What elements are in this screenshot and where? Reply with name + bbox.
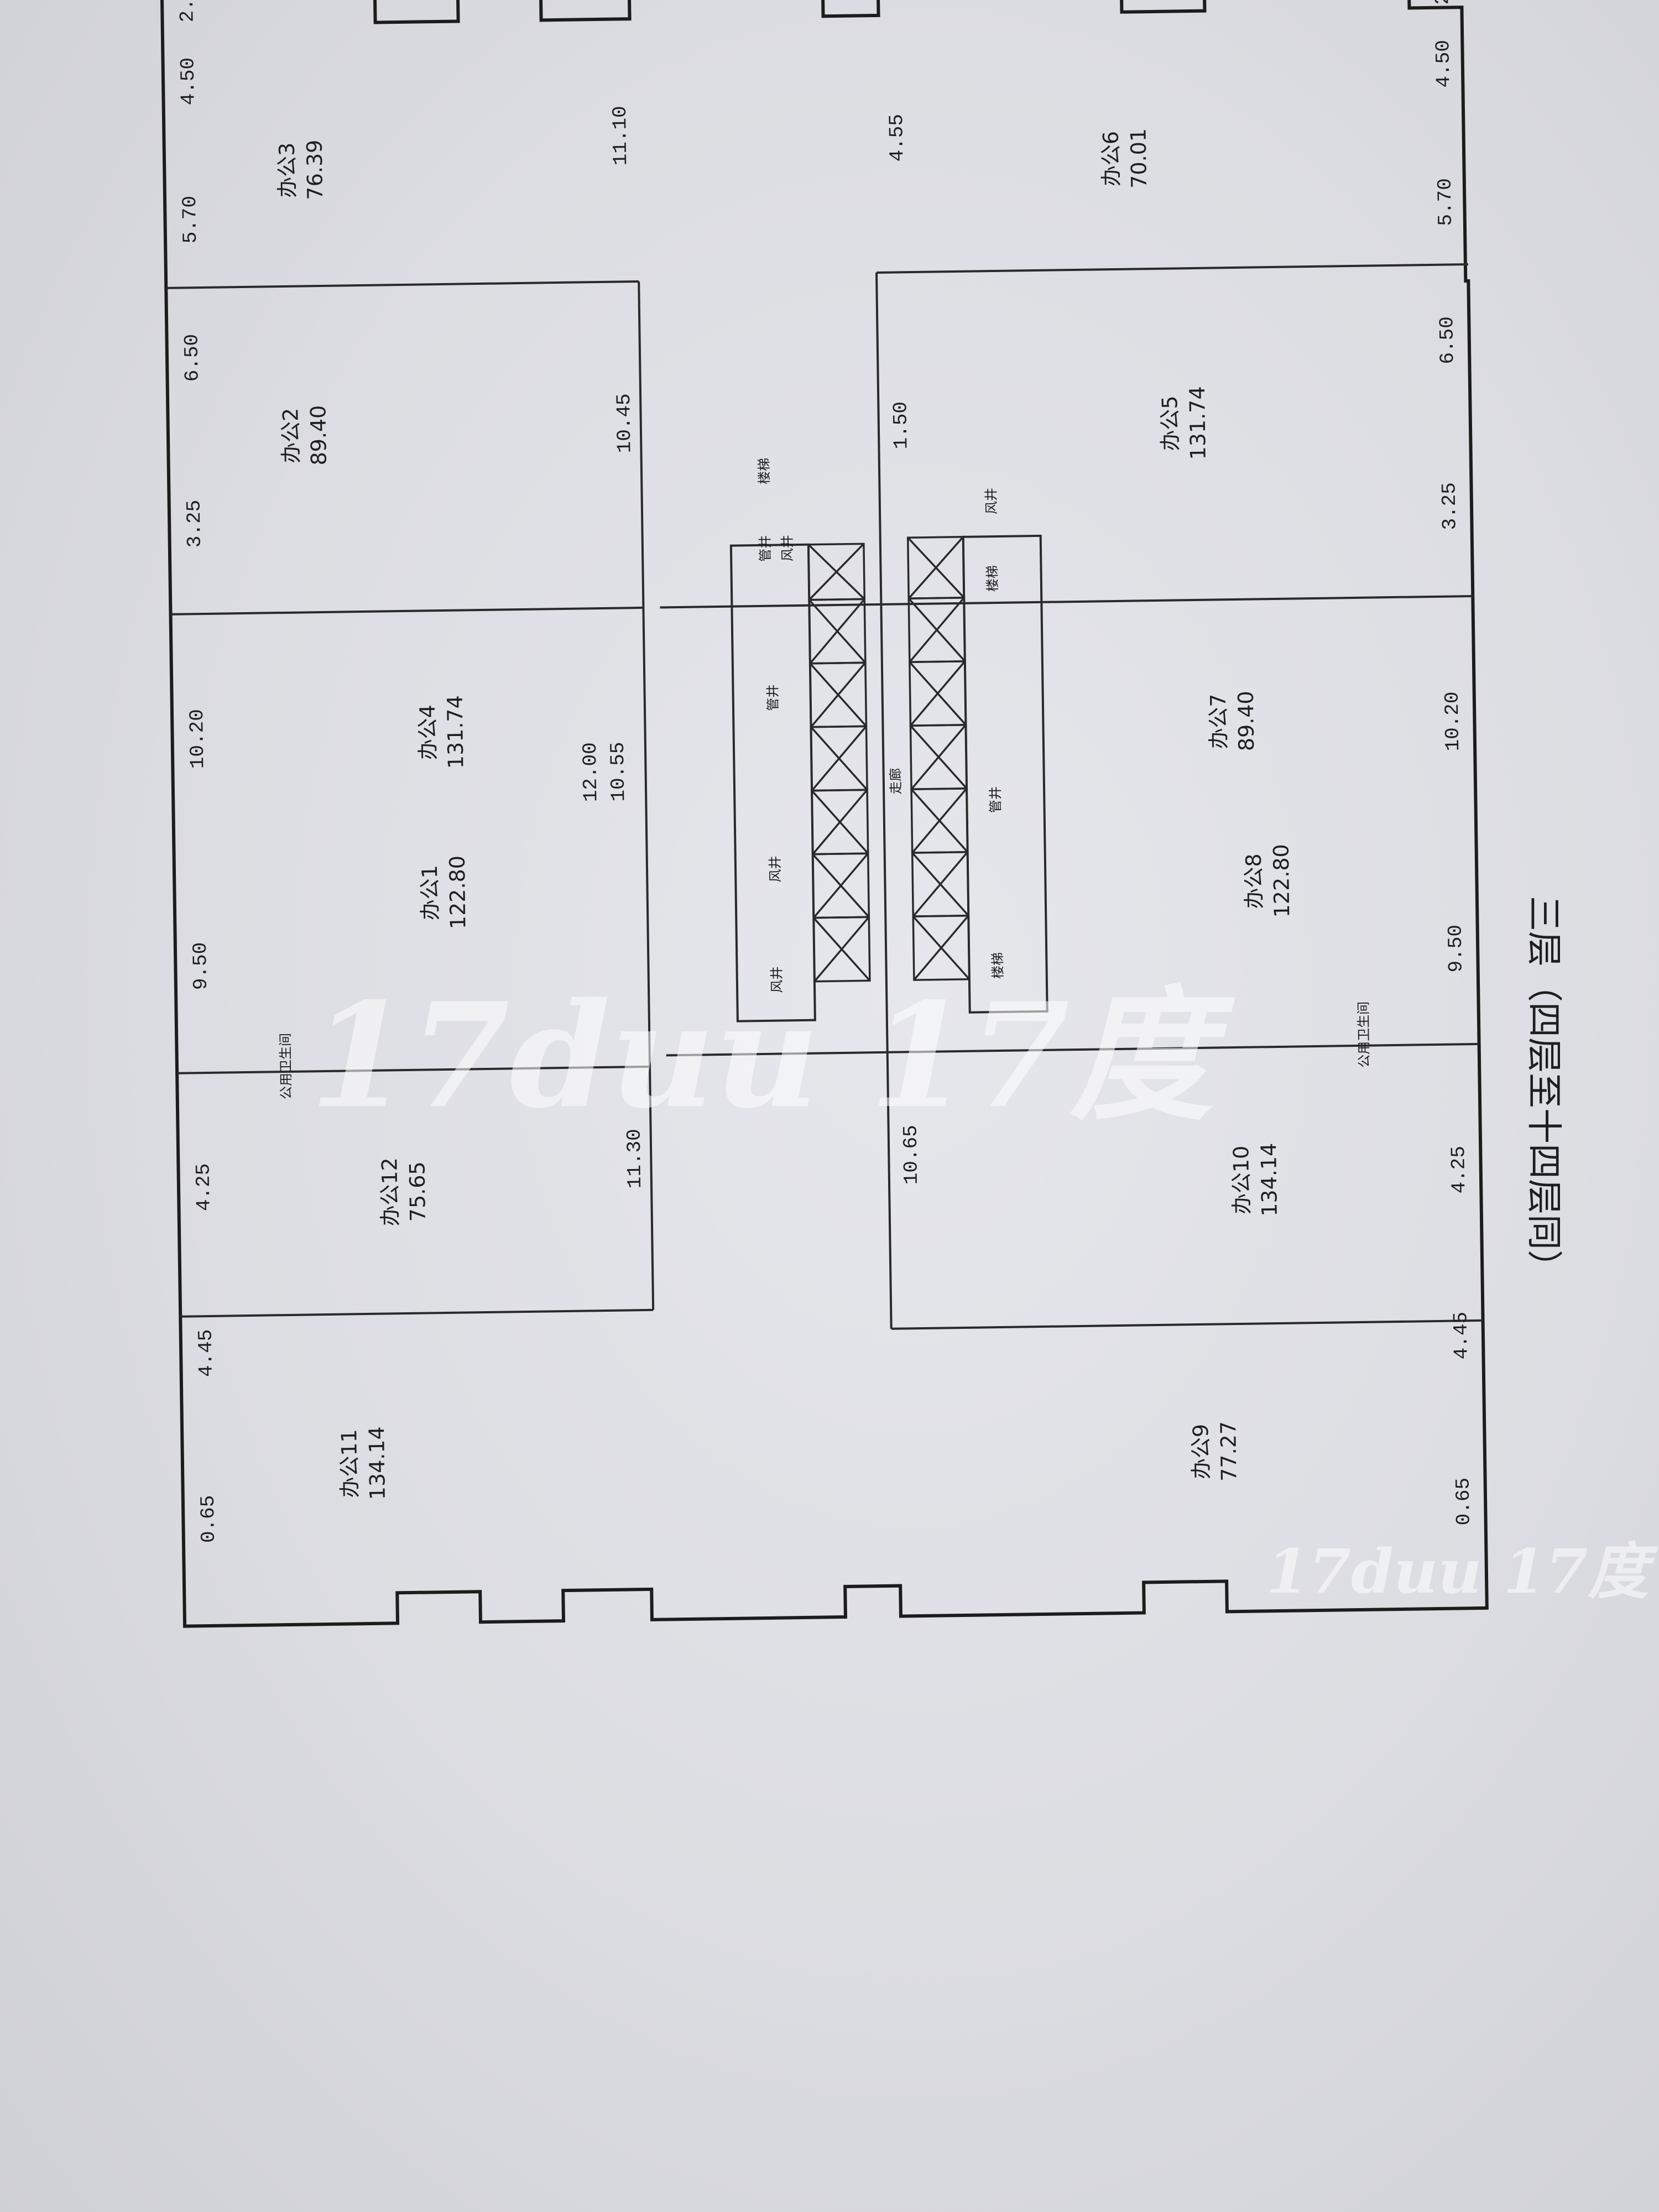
core-label: 楼梯: [757, 458, 773, 484]
dimension-label: 5.70: [179, 196, 202, 244]
partition: [177, 1065, 650, 1074]
dimension-label: 9.50: [1444, 925, 1468, 973]
partition: [876, 263, 1468, 274]
dimension-label: 4.45: [195, 1329, 218, 1377]
dimension-label: 2.95: [175, 0, 199, 23]
dimension-label: 4.25: [1447, 1146, 1470, 1194]
core-top: [729, 543, 816, 1022]
dimension-label: 1.50: [889, 401, 912, 450]
room-name: 办公5: [1157, 395, 1182, 451]
room-area: 131.74: [443, 695, 468, 769]
room-area: 134.14: [364, 1426, 390, 1500]
partition: [660, 594, 1473, 609]
room-area: 134.14: [1256, 1142, 1282, 1217]
room-area: 75.65: [405, 1161, 430, 1222]
washroom-label: 公用卫生间: [278, 1033, 294, 1099]
dimension-label: 0.65: [197, 1495, 220, 1543]
core-label: 风井: [769, 966, 785, 993]
watermark: 17duu 17度: [310, 972, 1236, 1140]
elevator-shafts: [807, 536, 971, 983]
dimension-label: 11.30: [623, 1129, 647, 1189]
core-label: 管井: [765, 684, 781, 711]
corridor-label: 走廊: [888, 768, 904, 794]
partition: [875, 272, 893, 1329]
room-name: 办公6: [1098, 131, 1123, 187]
dimension-label: 6.50: [1436, 316, 1459, 364]
watermark: 17duu 17度: [1266, 1536, 1658, 1607]
room-name: 办公3: [275, 142, 300, 198]
partition: [891, 1319, 1483, 1330]
dimension-label: 10.20: [186, 709, 210, 769]
dimension-label: 3.25: [1438, 482, 1461, 530]
dimension-label: 4.45: [1449, 1312, 1473, 1360]
dimension-label: 4.50: [1432, 40, 1455, 88]
core-label: 风井: [983, 488, 999, 514]
dimension-label: 9.50: [189, 942, 212, 990]
partition: [666, 1042, 1479, 1057]
core-bottom: [962, 534, 1048, 1014]
dimension-label: 4.50: [176, 58, 200, 106]
room-name: 办公4: [415, 705, 440, 760]
plan-body: 办公3 76.39 办公2 89.40 办公4 131.74 办公1 122.8…: [160, 0, 1489, 1628]
dimension-label: 3.25: [183, 500, 206, 548]
partition: [180, 1308, 654, 1318]
room-area: 131.74: [1185, 386, 1211, 460]
outer-wall: [160, 0, 1489, 1628]
dimension-label: 4.55: [885, 114, 909, 162]
room-name: 办公12: [377, 1157, 403, 1227]
dimension-label: 10.65: [900, 1125, 924, 1185]
dimension-label: 10.45: [613, 393, 637, 453]
partition: [638, 281, 655, 1310]
room-name: 办公8: [1241, 853, 1266, 909]
room-name: 办公9: [1188, 1424, 1213, 1480]
core-labels: 楼梯 管井 风井 管井 风井 风井 楼梯 管井 楼梯 风井: [757, 458, 1006, 993]
room-area: 89.40: [306, 405, 331, 465]
room-labels: 办公3 76.39 办公2 89.40 办公4 131.74 办公1 122.8…: [275, 128, 1373, 1500]
partition: [170, 606, 644, 615]
room-area: 122.80: [1269, 844, 1295, 918]
room-area: 77.27: [1216, 1421, 1241, 1481]
room-name: 办公10: [1229, 1145, 1254, 1214]
dimension-label: 4.25: [192, 1163, 215, 1211]
core-label: 管井: [988, 786, 1004, 813]
dimension-label: 10.20: [1441, 691, 1465, 752]
room-name: 办公1: [418, 865, 442, 921]
room-name: 办公7: [1206, 693, 1231, 749]
room-area: 70.01: [1126, 128, 1151, 189]
room-area: 76.39: [302, 139, 328, 200]
dimension-label: 5.70: [1434, 178, 1457, 226]
room-name: 办公11: [337, 1429, 362, 1498]
washroom-label: 公用卫生间: [1356, 1001, 1373, 1068]
plan-title: 三层（四层至十四层同）: [1523, 896, 1564, 1285]
core-label: 楼梯: [984, 565, 1000, 592]
room-area: 122.80: [445, 855, 471, 930]
dimension-label: 12.00: [579, 742, 603, 802]
dimension-label: 2.95: [1431, 0, 1454, 5]
dimension-label: 0.65: [1452, 1478, 1475, 1526]
dimension-label: 11.10: [609, 106, 633, 166]
core-label: 管井: [758, 535, 774, 562]
dimension-label: 6.50: [180, 334, 204, 382]
core-label: 楼梯: [990, 952, 1006, 979]
partition: [166, 280, 639, 289]
dimension-label: 10.55: [607, 742, 630, 802]
dimension-labels: 2.95 4.50 5.70 6.50 3.25 10.20 9.50 4.25…: [175, 0, 1475, 1543]
core-label: 风井: [768, 855, 784, 882]
room-name: 办公2: [278, 408, 303, 463]
room-area: 89.40: [1234, 691, 1259, 751]
core-label: 风井: [780, 535, 796, 561]
